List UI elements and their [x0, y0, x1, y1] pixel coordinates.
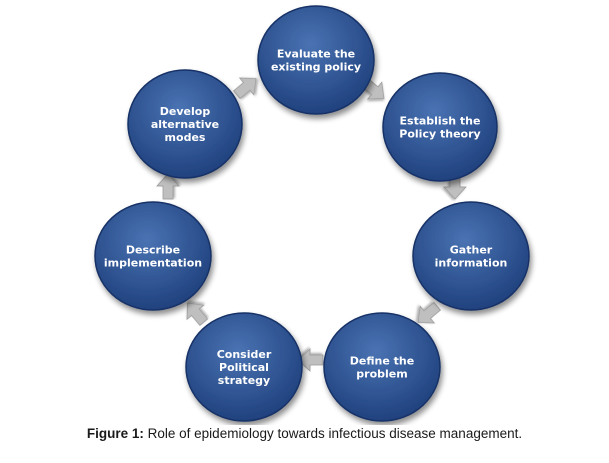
node-label-line: information: [435, 257, 508, 270]
node-circle: [94, 201, 212, 311]
node-label-line: Gather: [450, 244, 493, 257]
figure-caption-text: Role of epidemiology towards infectious …: [143, 426, 523, 441]
flow-arrow-4: [297, 348, 324, 372]
node-label-line: strategy: [218, 374, 270, 387]
node-label-line: Evaluate the: [277, 48, 355, 61]
flow-arrow-7: [233, 77, 257, 100]
node-circle: [127, 69, 243, 179]
node-label-line: implementation: [104, 257, 202, 270]
node-label-line: Policy theory: [399, 128, 480, 141]
node-circle: [412, 201, 530, 311]
node-label-line: problem: [356, 368, 407, 381]
node-label-line: Political: [219, 361, 269, 374]
node-label-line: modes: [165, 131, 206, 144]
arrows-layer: [156, 77, 467, 372]
figure-caption: Figure 1: Role of epidemiology towards i…: [0, 426, 609, 441]
node-label-line: alternative: [151, 118, 219, 131]
node-label-line: Describe: [126, 244, 180, 257]
node-label-line: Establish the: [400, 115, 481, 128]
node-circle: [323, 312, 441, 422]
node-label-line: Define the: [350, 355, 414, 368]
flow-arrow-5: [186, 302, 209, 326]
node-label-line: existing policy: [271, 61, 361, 74]
flow-arrow-6: [156, 173, 180, 200]
node-circle: [257, 5, 375, 115]
node-label-line: Develop: [160, 105, 211, 118]
figure-label: Figure 1:: [86, 426, 144, 441]
node-circle: [185, 312, 303, 422]
node-circle: [382, 72, 498, 182]
node-label-line: Consider: [217, 348, 272, 361]
flow-arrow-3: [417, 301, 441, 324]
